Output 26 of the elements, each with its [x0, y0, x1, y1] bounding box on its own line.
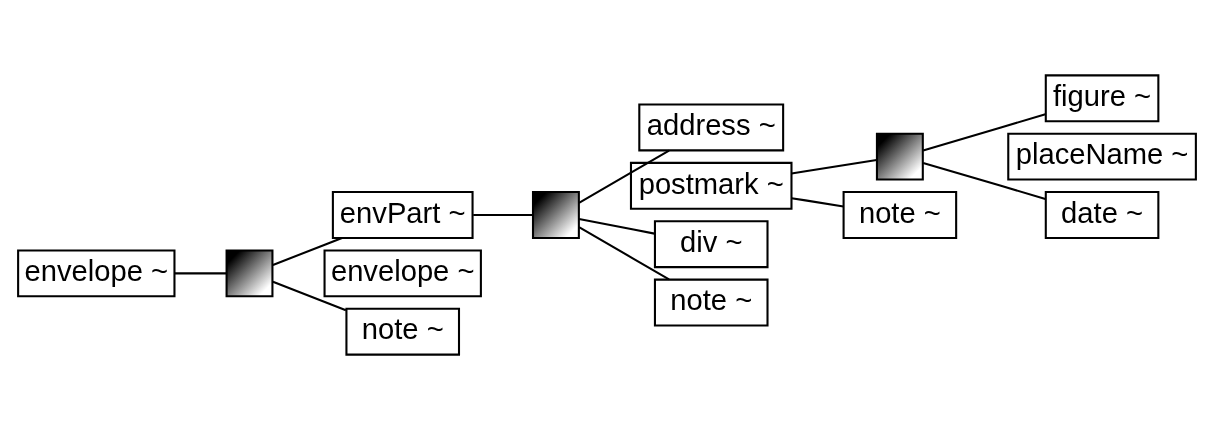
- connector: [922, 113, 1046, 152]
- connector: [578, 149, 670, 204]
- connector: [922, 161, 1046, 200]
- connector: [272, 280, 347, 312]
- node-box: date ~: [1044, 191, 1160, 239]
- node-box: [225, 249, 274, 298]
- node-box: envPart ~: [331, 191, 474, 239]
- node-box: note ~: [653, 278, 769, 327]
- connector: [791, 158, 877, 175]
- node-box: envelope ~: [17, 249, 176, 298]
- node-box: postmark ~: [629, 161, 793, 210]
- node-box: note ~: [842, 191, 958, 239]
- node-box: [875, 132, 924, 181]
- connector: [791, 197, 844, 208]
- node-box: note ~: [345, 307, 461, 356]
- connector: [578, 226, 670, 281]
- node-box: div ~: [653, 220, 769, 269]
- connector: [578, 218, 655, 235]
- connector: [473, 213, 533, 217]
- connector: [174, 272, 227, 275]
- node-box: placeName ~: [1007, 132, 1197, 181]
- connector: [272, 237, 343, 266]
- node-box: address ~: [638, 103, 785, 152]
- node-box: [531, 191, 580, 239]
- node-box: figure ~: [1044, 74, 1160, 123]
- node-box: envelope ~: [323, 249, 482, 298]
